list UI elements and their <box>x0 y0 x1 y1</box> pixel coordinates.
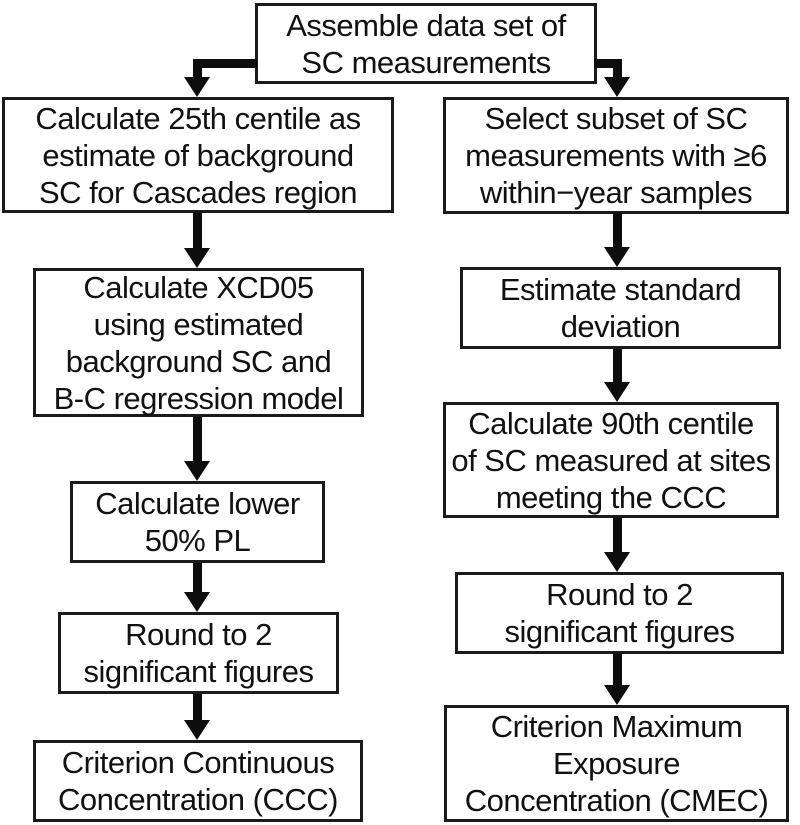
node-calc-lower-50-pl: Calculate lower 50% PL <box>70 481 325 563</box>
arrow-l1-l2-line <box>193 212 202 248</box>
node-calc-25th-centile: Calculate 25th centile as estimate of ba… <box>2 97 394 213</box>
branch-right-arrowhead-icon <box>604 77 630 97</box>
arrow-r1-r2-head-icon <box>604 247 630 267</box>
branch-right-horizontal-line <box>594 59 622 68</box>
node-estimate-sd: Estimate standard deviation <box>460 267 781 349</box>
arrow-l3-l4-line <box>193 563 202 592</box>
node-select-subset: Select subset of SC measurements with ≥6… <box>443 97 789 214</box>
arrow-r4-r5-head-icon <box>604 685 630 705</box>
arrow-r2-r3-head-icon <box>604 382 630 402</box>
arrow-r1-r2-line <box>613 213 622 247</box>
arrow-r2-r3-line <box>613 349 622 382</box>
node-calc-90th-centile: Calculate 90th centile of SC measured at… <box>443 402 779 518</box>
node-ccc-result: Criterion Continuous Concentration (CCC) <box>33 740 363 822</box>
arrow-l4-l5-head-icon <box>184 720 210 740</box>
branch-left-vertical-line <box>193 59 202 78</box>
arrow-l1-l2-head-icon <box>184 248 210 268</box>
node-cmec-result: Criterion Maximum Exposure Concentration… <box>444 705 789 822</box>
arrow-r3-r4-head-icon <box>604 552 630 572</box>
node-assemble-data: Assemble data set of SC measurements <box>255 3 597 84</box>
branch-left-horizontal-line <box>193 59 257 68</box>
node-round-sig-figs-left: Round to 2 significant figures <box>58 612 339 694</box>
branch-right-vertical-line <box>613 59 622 78</box>
node-calc-xcd05: Calculate XCD05 using estimated backgrou… <box>33 268 364 417</box>
arrow-l2-l3-head-icon <box>184 461 210 481</box>
node-round-sig-figs-right: Round to 2 significant figures <box>455 572 784 654</box>
arrow-l3-l4-head-icon <box>184 592 210 612</box>
arrow-l2-l3-line <box>193 417 202 461</box>
branch-left-arrowhead-icon <box>184 77 210 97</box>
arrow-l4-l5-line <box>193 694 202 720</box>
arrow-r3-r4-line <box>613 518 622 552</box>
arrow-r4-r5-line <box>613 654 622 685</box>
